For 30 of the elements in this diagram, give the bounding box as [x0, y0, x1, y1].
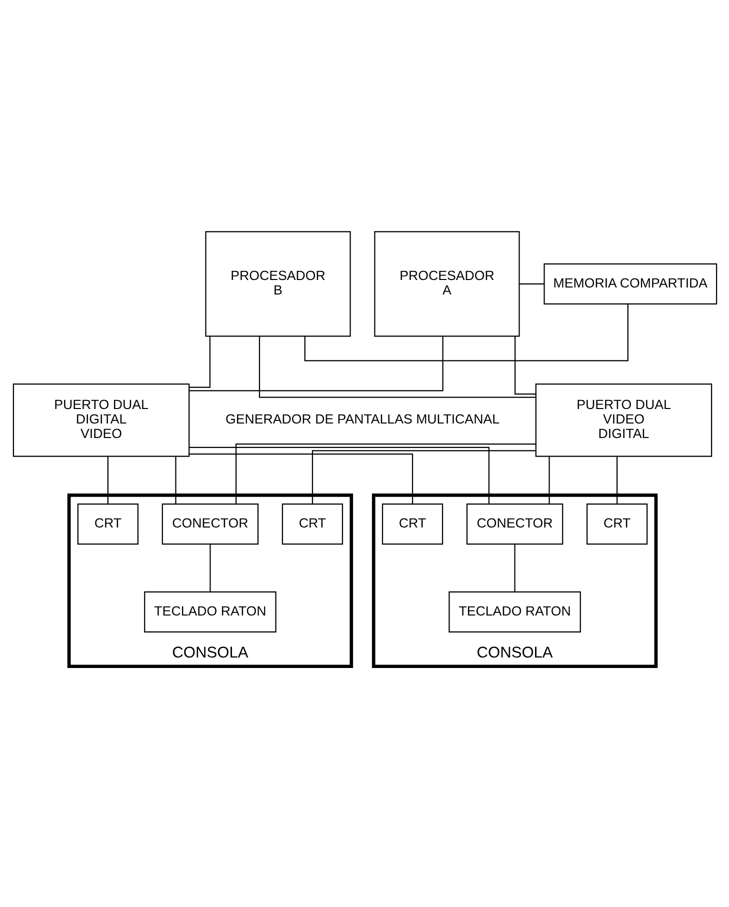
node-box: PROCESADOR B: [204, 231, 350, 337]
connector: [235, 444, 536, 504]
node-box: CRT: [281, 504, 343, 545]
node-box: CONECTOR: [466, 504, 563, 545]
node-box: CONECTOR: [161, 504, 258, 545]
node-box: CRT: [381, 504, 443, 545]
node-box: CRT: [586, 504, 648, 545]
connector: [616, 456, 618, 504]
node-box: PUERTO DUAL DIGITAL VIDEO: [12, 383, 190, 457]
node-box: TECLADO RATON: [144, 591, 276, 632]
label: GENERADOR DE PANTALLAS MULTICANAL: [224, 412, 500, 427]
node-box: PUERTO DUAL VIDEO DIGITAL: [534, 383, 712, 457]
node-box: PROCESADOR A: [374, 231, 520, 337]
connector: [188, 454, 413, 504]
connector: [188, 446, 489, 504]
node-box: MEMORIA COMPARTIDA: [543, 263, 717, 305]
node-box: CRT: [76, 504, 138, 545]
connector: [518, 283, 544, 285]
connector: [106, 456, 108, 504]
connector: [188, 336, 443, 392]
connector: [548, 456, 550, 504]
connector: [304, 304, 628, 362]
node-box: TECLADO RATON: [448, 591, 580, 632]
connector: [209, 544, 210, 592]
connector: [174, 456, 176, 504]
connector: [514, 336, 536, 395]
connector: [188, 336, 210, 388]
connector: [311, 450, 536, 504]
connector: [258, 336, 536, 398]
connector: [514, 544, 515, 592]
